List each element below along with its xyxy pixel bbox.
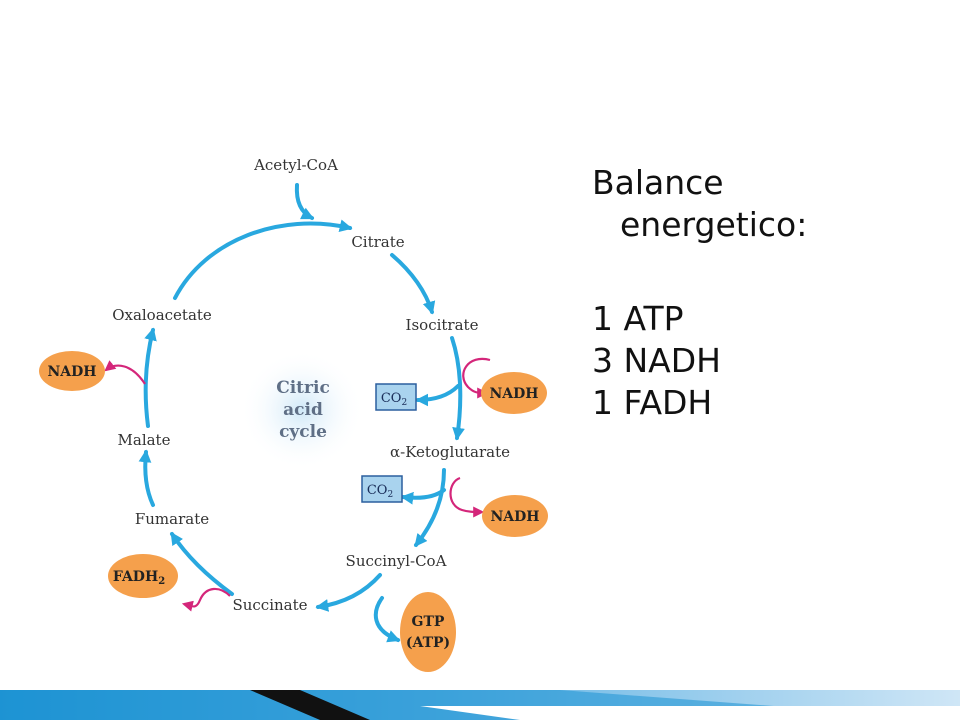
energy-balance-text: Balance energetico: 1 ATP 3 NADH 1 FADH (592, 162, 807, 424)
arrow-nadh-1 (104, 360, 146, 385)
arrow-fadh2 (181, 587, 231, 612)
label-oxaloacetate: Oxaloacetate (112, 306, 212, 324)
label-isocitrate: Isocitrate (406, 316, 479, 334)
balance-heading-line1: Balance (592, 163, 724, 202)
fadh2-label: FADH (113, 569, 158, 585)
nadh-oval-1: NADH (39, 351, 105, 391)
fadh2-subscript: 2 (158, 576, 165, 587)
arrow-isocitrate-ketoglutarate (450, 336, 465, 441)
nadh-label-2: NADH (489, 386, 538, 402)
arrow-to-co2-2 (400, 488, 446, 505)
label-fumarate: Fumarate (135, 510, 209, 528)
arrow-to-gtp (373, 596, 401, 643)
balance-item-atp: 1 ATP (592, 299, 684, 338)
balance-item-nadh: 3 NADH (592, 341, 721, 380)
gtp-label: GTP (412, 614, 445, 630)
arrow-succinylcoa-succinate (315, 573, 382, 612)
nadh-oval-3: NADH (482, 495, 548, 537)
arrow-malate-oxaloacetate (143, 327, 157, 428)
footer-band (0, 690, 960, 720)
co2-subscript-2: 2 (387, 490, 393, 500)
cofactor-arrows (104, 357, 491, 612)
label-citrate: Citrate (351, 233, 404, 251)
atp-label: (ATP) (406, 635, 450, 651)
balance-item-fadh: 1 FADH (592, 383, 713, 422)
cycle-arrows (138, 183, 465, 643)
arrow-citrate-isocitrate (390, 253, 436, 315)
arrow-nadh-2 (462, 357, 491, 399)
co2-box-1: CO2 (375, 383, 417, 411)
svg-text:CO2: CO2 (381, 391, 407, 408)
arrow-acetylcoa-entry (294, 183, 315, 220)
center-glow (240, 350, 364, 470)
arrow-oxaloacetate-citrate (173, 219, 353, 300)
svg-text:CO2: CO2 (367, 483, 393, 500)
co2-label-2: CO (367, 483, 388, 498)
label-acetyl-coa: Acetyl-CoA (253, 156, 338, 174)
nadh-label-3: NADH (490, 509, 539, 525)
arrow-to-co2-1 (415, 384, 460, 407)
label-ketoglutarate: α-Ketoglutarate (390, 443, 510, 461)
arrow-fumarate-malate (138, 449, 155, 507)
label-malate: Malate (118, 431, 171, 449)
co2-subscript-1: 2 (401, 398, 407, 408)
arrow-succinate-fumarate (170, 531, 234, 596)
nadh-label-1: NADH (47, 364, 96, 380)
gtp-oval: GTP (ATP) (400, 592, 456, 672)
center-label-line1: Citric (276, 378, 330, 398)
center-label-line3: cycle (279, 422, 327, 442)
co2-box-2: CO2 (361, 475, 403, 503)
co2-label-1: CO (381, 391, 402, 406)
label-succinyl-coa: Succinyl-CoA (346, 552, 447, 570)
arrow-ketoglutarate-succinylcoa (414, 468, 446, 547)
nadh-oval-2: NADH (481, 372, 547, 414)
fadh2-oval: FADH2 (108, 554, 178, 598)
label-succinate: Succinate (232, 596, 307, 614)
arrow-nadh-3 (449, 476, 485, 518)
svg-text:FADH2: FADH2 (113, 569, 165, 587)
center-label-line2: acid (283, 400, 323, 420)
balance-heading-line2: energetico: (620, 205, 808, 244)
